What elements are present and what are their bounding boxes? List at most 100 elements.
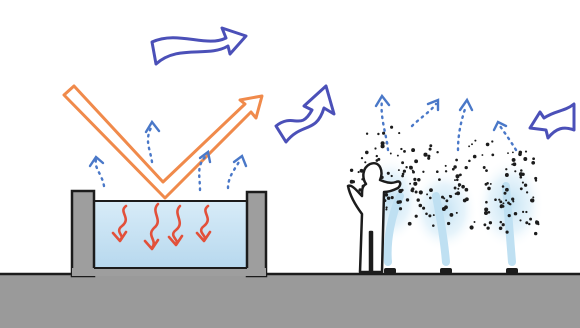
sun-ray-arrow	[64, 86, 262, 198]
droplet	[390, 126, 393, 129]
droplet	[422, 171, 424, 173]
droplet	[443, 197, 445, 199]
droplet	[514, 170, 516, 172]
droplet	[358, 171, 360, 173]
evaporation-arrow	[228, 156, 246, 188]
droplet	[426, 193, 428, 195]
droplet	[486, 143, 490, 147]
droplet	[530, 198, 534, 202]
droplet	[423, 153, 427, 157]
droplet	[436, 151, 438, 153]
droplet	[505, 173, 509, 177]
droplet	[491, 140, 493, 142]
droplet	[386, 206, 388, 208]
droplet	[465, 166, 468, 169]
droplet	[374, 147, 376, 149]
droplet	[463, 199, 467, 203]
droplet	[512, 151, 514, 153]
pool-floor	[72, 268, 266, 276]
droplet	[499, 227, 503, 231]
droplet	[406, 198, 409, 201]
droplet	[484, 207, 488, 211]
droplet	[486, 182, 489, 185]
droplet	[532, 196, 534, 198]
droplet	[465, 188, 469, 192]
droplet	[502, 223, 505, 226]
droplet	[415, 191, 418, 194]
droplet	[422, 207, 425, 210]
droplet	[413, 182, 417, 186]
droplet	[500, 205, 503, 208]
droplet	[387, 172, 390, 175]
droplet	[411, 148, 415, 152]
droplet	[474, 140, 476, 142]
droplet	[381, 141, 385, 145]
droplet	[419, 204, 423, 208]
droplet	[524, 184, 527, 187]
droplet	[534, 177, 537, 180]
droplet	[519, 176, 522, 179]
droplet	[445, 170, 447, 172]
droplet	[504, 192, 507, 195]
droplet	[519, 151, 523, 155]
droplet	[400, 148, 402, 150]
droplet	[405, 166, 407, 168]
droplet	[484, 211, 488, 215]
evaporation-arrow	[458, 100, 472, 150]
droplet	[520, 169, 523, 172]
mist-fountain	[410, 168, 478, 274]
droplet	[455, 174, 459, 178]
droplet	[409, 183, 411, 185]
droplet	[445, 199, 448, 202]
droplet	[409, 166, 411, 168]
pool	[72, 191, 266, 276]
droplet	[399, 207, 402, 210]
droplet	[470, 225, 474, 229]
evaporation-arrow	[199, 152, 210, 190]
droplet	[391, 175, 393, 177]
droplet	[456, 179, 459, 182]
evaporation-arrow	[494, 122, 516, 150]
droplet	[485, 201, 488, 204]
droplet	[390, 153, 392, 155]
droplet	[382, 132, 385, 135]
droplet	[361, 157, 363, 159]
droplet	[511, 163, 513, 165]
droplet	[498, 199, 500, 201]
droplet	[411, 187, 414, 190]
droplet	[432, 224, 435, 227]
droplet	[508, 214, 511, 217]
droplet	[494, 198, 497, 201]
droplet	[483, 223, 486, 226]
droplet	[401, 175, 404, 178]
pool-wall-right	[247, 192, 266, 276]
droplet	[507, 152, 509, 154]
droplet	[520, 187, 523, 190]
droplet	[525, 151, 527, 153]
droplet	[415, 215, 418, 218]
droplet	[491, 154, 494, 157]
droplet	[445, 165, 447, 167]
droplet	[487, 187, 491, 191]
droplet	[457, 188, 459, 190]
droplet	[471, 143, 473, 145]
droplet	[365, 151, 369, 155]
droplet	[401, 161, 404, 164]
droplet	[412, 170, 414, 172]
droplet	[428, 214, 431, 217]
droplet	[449, 213, 453, 217]
droplet	[534, 232, 537, 235]
droplet	[526, 191, 528, 193]
ground	[0, 274, 580, 328]
droplet	[366, 133, 368, 135]
droplet	[531, 161, 535, 165]
droplet	[454, 187, 457, 190]
evaporation-arrow	[146, 122, 159, 162]
droplet	[442, 207, 446, 211]
droplet	[537, 223, 539, 225]
droplet	[419, 190, 423, 194]
droplet	[486, 226, 489, 229]
droplet	[403, 150, 406, 153]
droplet	[433, 214, 435, 216]
